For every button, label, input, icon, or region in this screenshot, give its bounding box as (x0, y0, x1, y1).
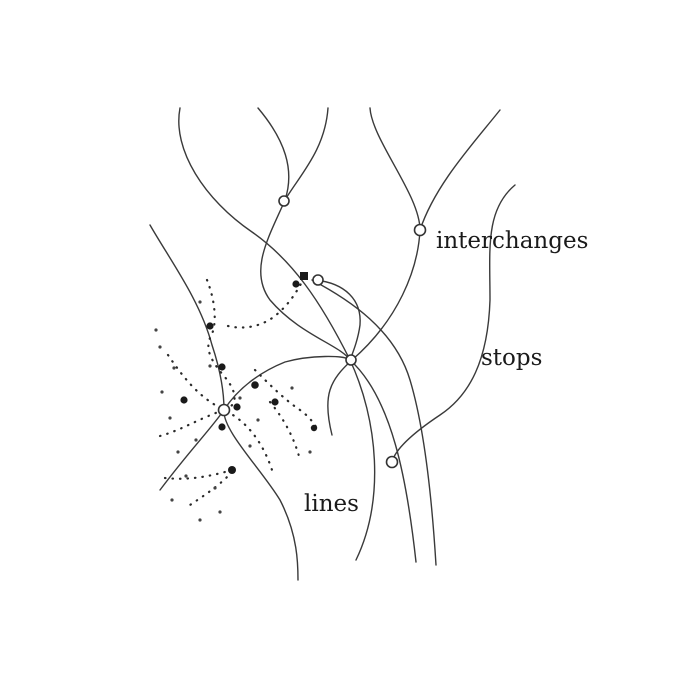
speck (213, 486, 217, 490)
dotted-route (268, 400, 302, 462)
transit-line (284, 107, 329, 201)
transit-line (178, 107, 376, 561)
interchange (278, 195, 290, 207)
stop (206, 322, 214, 330)
speck (172, 366, 176, 370)
interchange (345, 354, 357, 366)
transit-line (391, 184, 516, 463)
speck (176, 450, 180, 454)
stop (310, 424, 318, 432)
transit-line (314, 279, 361, 361)
stop (292, 280, 300, 288)
interchanges (217, 195, 427, 469)
interchange (413, 223, 427, 237)
speck (248, 444, 252, 448)
speck (238, 396, 242, 400)
stop (233, 403, 241, 411)
stop (218, 423, 226, 431)
speck (198, 300, 202, 304)
dotted-routes (158, 278, 320, 507)
transit-line (311, 279, 437, 566)
scattered-specks (154, 300, 312, 522)
dotted-route (188, 470, 234, 507)
transit-line (159, 355, 351, 491)
stops (180, 272, 318, 474)
lines-label: lines (304, 491, 359, 517)
interchange (385, 455, 399, 469)
speck (218, 510, 222, 514)
speck (194, 438, 198, 442)
transit-line (327, 107, 421, 436)
speck (170, 498, 174, 502)
speck (154, 328, 158, 332)
speck (308, 450, 312, 454)
transit-lines (149, 107, 516, 581)
stops-label: stops (481, 345, 542, 371)
stop (180, 396, 188, 404)
interchange (312, 274, 324, 286)
stop (271, 398, 279, 406)
transit-line (419, 109, 501, 231)
dotted-route (226, 278, 305, 329)
dotted-route (205, 278, 236, 412)
speck (208, 364, 212, 368)
dotted-route (253, 368, 320, 432)
speck (184, 474, 188, 478)
interchanges-label: interchanges (436, 228, 588, 254)
speck (256, 418, 260, 422)
dotted-route (163, 468, 234, 480)
transit-line (257, 107, 417, 563)
stop (218, 363, 226, 371)
stop (251, 381, 259, 389)
stop (300, 272, 308, 280)
stop (228, 466, 236, 474)
speck (198, 518, 202, 522)
speck (158, 345, 162, 349)
speck (160, 390, 164, 394)
interchange (217, 403, 231, 417)
speck (168, 416, 172, 420)
speck (290, 386, 294, 390)
